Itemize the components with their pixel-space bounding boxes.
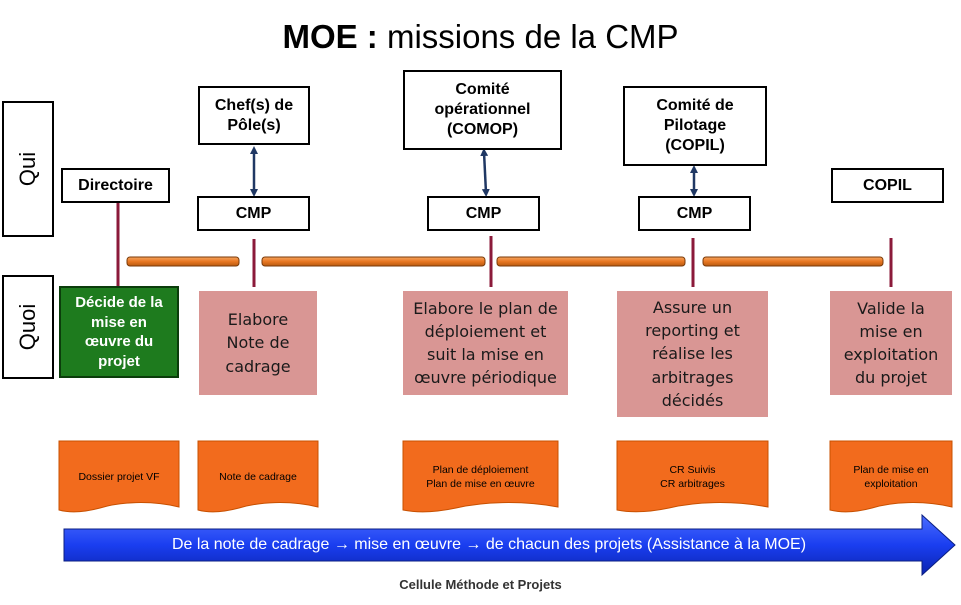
- document-plan-deploiement: Plan de déploiement Plan de mise en œuvr…: [426, 463, 535, 490]
- page-title: MOE : missions de la CMP: [0, 18, 961, 56]
- quoi-side-label: Quoi: [2, 275, 54, 379]
- process-arrow: [63, 513, 956, 577]
- title-rest: missions de la CMP: [377, 18, 679, 55]
- copil-committee-box: Comité de Pilotage (COPIL): [623, 86, 767, 166]
- directoire-box: Directoire: [61, 168, 170, 203]
- process-arrow-label: De la note de cadrage → mise en œuvre → …: [171, 536, 807, 553]
- double-arrows: [250, 146, 698, 197]
- vertical-connectors: [116, 203, 893, 287]
- document-plan-exploitation: Plan de mise en exploitation: [853, 463, 929, 490]
- document-cr-suivis: CR Suivis CR arbitrages: [660, 463, 725, 490]
- comop-box: Comité opérationnel (COMOP): [403, 70, 562, 150]
- assure-box: Assure un reporting et réalise les arbit…: [617, 291, 768, 417]
- qui-side-label: Qui: [2, 101, 54, 237]
- title-bold: MOE :: [282, 18, 378, 55]
- copil-box: COPIL: [831, 168, 944, 203]
- cmp-box-2: CMP: [427, 196, 540, 231]
- cmp-box-1: CMP: [197, 196, 310, 231]
- footer-text: Cellule Méthode et Projets: [399, 577, 562, 592]
- document-dossier-projet: Dossier projet VF: [78, 470, 160, 483]
- document-shapes: [58, 440, 953, 513]
- chef-pole-box: Chef(s) de Pôle(s): [198, 86, 310, 145]
- decide-box: Décide de la mise en œuvre du projet: [59, 286, 179, 378]
- timeline-bar: [126, 256, 884, 267]
- document-note-cadrage: Note de cadrage: [219, 470, 297, 483]
- cmp-box-3: CMP: [638, 196, 751, 231]
- elabore-plan-box: Elabore le plan de déploiement et suit l…: [403, 291, 568, 395]
- elabore-note-box: Elabore Note de cadrage: [199, 291, 317, 395]
- valide-box: Valide la mise en exploitation du projet: [830, 291, 952, 395]
